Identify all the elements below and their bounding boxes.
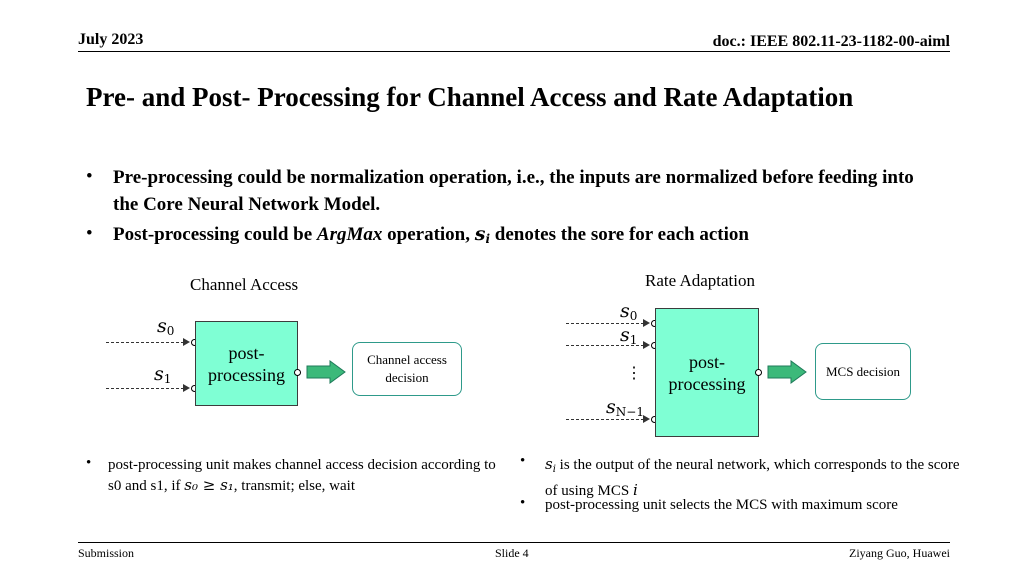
bullet-marker: •: [86, 223, 93, 244]
bullet-marker: •: [520, 495, 526, 511]
ca-postprocessing-box: post- processing: [195, 321, 298, 406]
ra-input-arrow-0: [643, 319, 650, 327]
ra-note-1: si is the output of the neural network, …: [545, 455, 960, 499]
bullet-marker: •: [86, 166, 93, 187]
bullet-marker: •: [86, 455, 92, 471]
ra-postprocessing-box: post- processing: [655, 308, 759, 437]
ca-input-line-0: [106, 342, 184, 343]
slide-title: Pre- and Post- Processing for Channel Ac…: [86, 82, 854, 112]
argmax-term: ArgMax: [316, 224, 383, 245]
ca-input-arrow-0: [183, 338, 190, 346]
bullet-text: denotes the sore for each action: [490, 224, 749, 245]
ra-input-sN-1: sN−1: [606, 396, 644, 419]
ca-note: post-processing unit makes channel acces…: [108, 457, 496, 494]
ra-input-s1: s1: [620, 324, 638, 347]
ra-output-port: [755, 369, 762, 376]
bullet-text: operation,: [382, 224, 475, 245]
ra-input-line-n: [566, 419, 644, 420]
footer-left: Submission: [78, 546, 135, 560]
header-rule: [78, 51, 950, 52]
ra-input-line-0: [566, 323, 644, 324]
rate-adaptation-heading: Rate Adaptation: [645, 271, 756, 290]
ca-input-line-1: [106, 388, 184, 389]
bullet-postprocessing: Post-processing could be ArgMax operatio…: [113, 221, 933, 253]
bullet-text: Post-processing could be: [113, 224, 317, 245]
score-variable: si: [474, 223, 491, 246]
ra-note-2: post-processing unit selects the MCS wit…: [545, 497, 898, 513]
bullet-preprocessing: Pre-processing could be normalization op…: [113, 167, 914, 215]
bullet-marker: •: [520, 453, 526, 469]
ca-output-port: [294, 369, 301, 376]
ca-input-s0: s0: [157, 315, 175, 338]
header-doc-id: doc.: IEEE 802.11-23-1182-00-aiml: [712, 33, 950, 50]
footer-rule: [78, 542, 950, 543]
footer-center: Slide 4: [495, 546, 529, 560]
ra-decision-box: MCS decision: [815, 343, 911, 400]
ra-input-s0: s0: [620, 300, 638, 323]
ra-input-ellipsis: ⋮: [626, 365, 642, 382]
ra-input-arrow-n: [643, 415, 650, 423]
ca-decision-box: Channel access decision: [352, 342, 462, 396]
ca-input-arrow-1: [183, 384, 190, 392]
ra-input-line-1: [566, 345, 644, 346]
footer-right: Ziyang Guo, Huawei: [849, 546, 950, 560]
ra-input-arrow-1: [643, 341, 650, 349]
ca-output-arrow-icon: [306, 360, 346, 384]
header-date: July 2023: [78, 31, 144, 48]
ca-input-s1: s1: [154, 363, 172, 386]
channel-access-heading: Channel Access: [190, 275, 299, 294]
ra-output-arrow-icon: [767, 360, 807, 389]
